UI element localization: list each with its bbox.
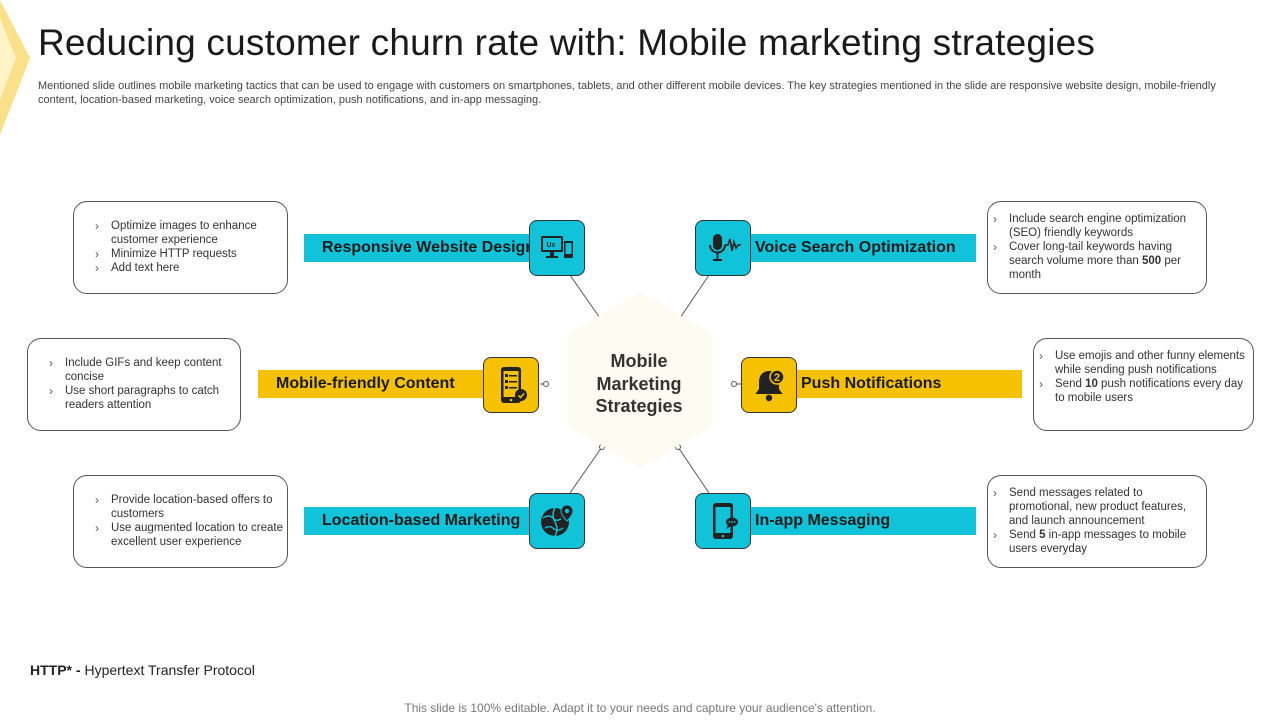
center-label: Mobile Marketing Strategies bbox=[574, 350, 704, 418]
inapp-bullet-2-suffix: in-app messages to mobile users everyday bbox=[1009, 529, 1187, 555]
in-app-messaging-label: In-app Messaging bbox=[755, 512, 891, 529]
center-line-3: Strategies bbox=[595, 396, 683, 416]
footnote-definition: Hypertext Transfer Protocol bbox=[80, 662, 255, 678]
mobile-content-icon-box bbox=[483, 357, 539, 413]
monitor-ux-icon: Ux bbox=[541, 236, 573, 258]
push-notifications-label: Push Notifications bbox=[801, 375, 942, 392]
push-bullet-2-number: 10 bbox=[1085, 378, 1098, 390]
inapp-icon-box bbox=[695, 493, 751, 549]
phone-message-icon bbox=[713, 503, 738, 539]
page-title: Reducing customer churn rate with: Mobil… bbox=[38, 22, 1096, 63]
list-item: Provide location-based offers to custome… bbox=[92, 493, 285, 521]
page-subtitle: Mentioned slide outlines mobile marketin… bbox=[38, 80, 1216, 106]
mobile-friendly-content-bar: Mobile-friendly Content bbox=[258, 370, 502, 398]
globe-location-icon bbox=[541, 504, 574, 537]
list-item: Minimize HTTP requests bbox=[92, 247, 281, 261]
footnote-term: HTTP* - bbox=[30, 662, 81, 678]
push-bullet-2-suffix: push notifications every day to mobile u… bbox=[1055, 378, 1243, 404]
list-item: Add text here bbox=[92, 261, 281, 275]
voice-search-optimization-label: Voice Search Optimization bbox=[755, 239, 956, 256]
center-line-1: Mobile bbox=[610, 351, 668, 371]
location-based-marketing-label: Location-based Marketing bbox=[322, 512, 521, 529]
mobile-friendly-content-label: Mobile-friendly Content bbox=[276, 375, 455, 392]
push-bullet-2-text: Send bbox=[1055, 378, 1086, 390]
list-item: Cover long-tail keywords having search v… bbox=[990, 240, 1202, 282]
mobile-content-notes-box: Include GIFs and keep content concise Us… bbox=[27, 338, 241, 431]
list-item: Send messages related to promotional, ne… bbox=[990, 486, 1202, 528]
footer-note: This slide is 100% editable. Adapt it to… bbox=[404, 701, 876, 715]
inapp-bullet-2-text: Send bbox=[1009, 529, 1040, 541]
responsive-notes-box: Optimize images to enhance customer expe… bbox=[73, 201, 288, 294]
push-icon-box: 2 bbox=[741, 357, 797, 413]
list-item: Include search engine optimization (SEO)… bbox=[990, 212, 1202, 240]
list-item: Use augmented location to create excelle… bbox=[92, 521, 285, 549]
responsive-icon-box: Ux bbox=[529, 220, 585, 276]
list-item: Use short paragraphs to catch readers at… bbox=[46, 384, 234, 412]
location-icon-box bbox=[529, 493, 585, 549]
list-item: Include GIFs and keep content concise bbox=[46, 356, 234, 384]
bell-notification-icon: 2 bbox=[755, 369, 785, 402]
push-notes-box: Use emojis and other funny elements whil… bbox=[1033, 338, 1254, 431]
voice-bullet-2-suffix: per month bbox=[1009, 255, 1181, 281]
center-hexagon bbox=[567, 292, 713, 468]
inapp-notes-box: Send messages related to promotional, ne… bbox=[987, 475, 1207, 568]
voice-icon-box bbox=[695, 220, 751, 276]
notification-badge: 2 bbox=[774, 372, 780, 384]
list-item: Send 5 in-app messages to mobile users e… bbox=[990, 528, 1202, 556]
mobile-content-icon bbox=[501, 367, 527, 403]
svg-text:Ux: Ux bbox=[547, 242, 556, 249]
responsive-website-design-label: Responsive Website Design bbox=[322, 239, 536, 256]
list-item: Optimize images to enhance customer expe… bbox=[92, 219, 281, 247]
microphone-icon bbox=[709, 234, 741, 261]
voice-bullet-2-number: 500 bbox=[1141, 255, 1162, 267]
location-based-marketing-bar: Location-based Marketing bbox=[304, 507, 550, 535]
list-item: Send 10 push notifications every day to … bbox=[1036, 377, 1249, 405]
footnote: HTTP* - Hypertext Transfer Protocol bbox=[30, 662, 255, 678]
center-line-2: Marketing bbox=[596, 373, 682, 394]
corner-decoration bbox=[0, 0, 30, 135]
inapp-bullet-2-number: 5 bbox=[1039, 529, 1046, 541]
voice-bullet-2-text: Cover long-tail keywords having search v… bbox=[1009, 241, 1172, 267]
voice-notes-box: Include search engine optimization (SEO)… bbox=[987, 201, 1207, 294]
location-notes-box: Provide location-based offers to custome… bbox=[73, 475, 288, 568]
list-item: Use emojis and other funny elements whil… bbox=[1036, 349, 1249, 377]
responsive-website-design-bar: Responsive Website Design bbox=[304, 234, 550, 262]
